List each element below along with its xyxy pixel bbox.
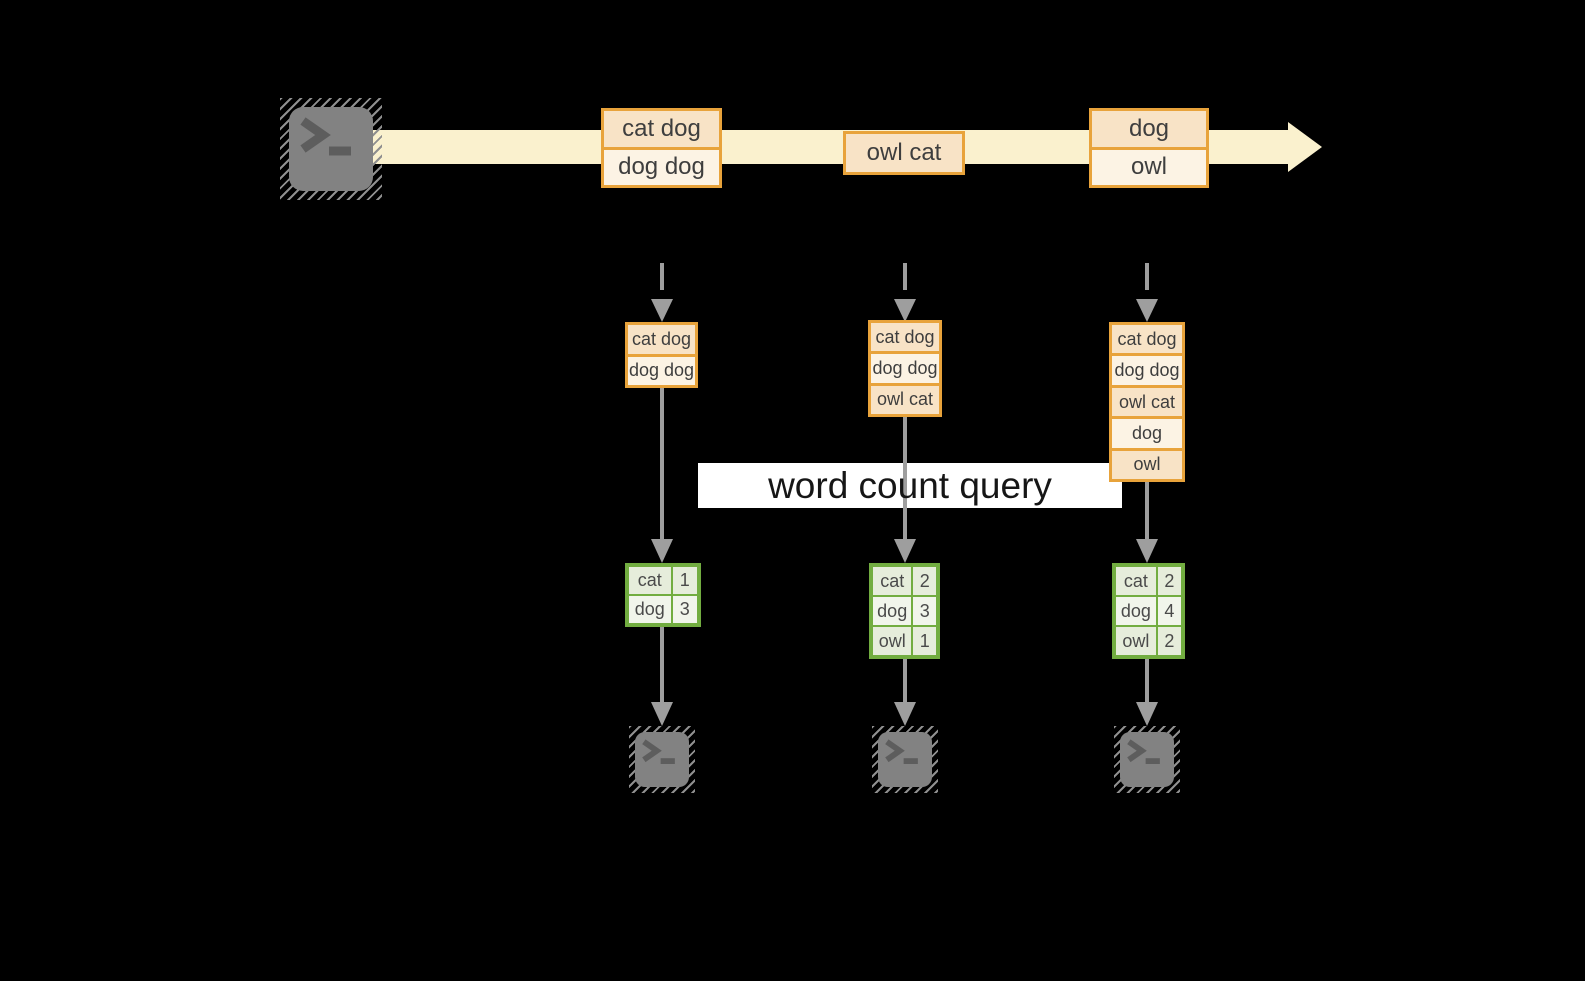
accumulated-item: cat dog: [628, 325, 695, 354]
dashed-arrow-col2: [894, 263, 916, 322]
accumulated-item: owl cat: [1112, 384, 1182, 417]
count-word: dog: [1115, 596, 1157, 626]
query-label: word count query: [768, 464, 1052, 506]
count-table-1: cat 1 dog 3: [625, 563, 701, 627]
stream-batch-3: dog owl: [1089, 108, 1209, 188]
count-row: cat 2: [1115, 566, 1182, 596]
count-row: dog 3: [872, 596, 937, 626]
stream-item: cat dog: [604, 111, 719, 147]
terminal-screen: [635, 732, 689, 787]
terminal-screen: [878, 732, 932, 787]
accumulated-item: dog: [1112, 416, 1182, 448]
stream-item: owl: [1092, 146, 1206, 185]
terminal-screen: [289, 107, 373, 191]
sink-terminal-icon-3: [1114, 726, 1180, 793]
accumulated-stack-2: cat dog dog dog owl cat: [868, 320, 942, 417]
query-band: [698, 463, 1122, 508]
stream-item: owl cat: [846, 134, 962, 172]
accumulated-item: owl: [1112, 447, 1182, 480]
output-arrow-col2: [894, 659, 916, 726]
count-value: 1: [912, 626, 937, 656]
accumulated-stack-3: cat dog dog dog owl cat dog owl: [1109, 322, 1185, 482]
count-word: dog: [872, 596, 913, 626]
query-arrow-col1: [651, 388, 673, 563]
count-row: owl 1: [872, 626, 937, 656]
count-word: cat: [1115, 566, 1157, 596]
stream-batch-2: owl cat: [843, 131, 965, 175]
count-table-2: cat 2 dog 3 owl 1: [869, 563, 940, 659]
accumulated-item: dog dog: [871, 351, 939, 383]
terminal-prompt-icon: [1127, 739, 1160, 764]
stream-item: dog: [1092, 111, 1206, 147]
count-row: cat 2: [872, 566, 937, 596]
count-value: 3: [912, 596, 937, 626]
count-value: 2: [912, 566, 937, 596]
accumulated-stack-1: cat dog dog dog: [625, 322, 698, 388]
accumulated-item: cat dog: [1112, 325, 1182, 354]
dashed-arrow-col1: [651, 263, 673, 322]
terminal-prompt-icon: [885, 739, 918, 764]
count-row: dog 4: [1115, 596, 1182, 626]
count-word: owl: [1115, 626, 1157, 656]
count-value: 2: [1156, 566, 1182, 596]
terminal-prompt-icon: [642, 739, 675, 764]
accumulated-item: dog dog: [628, 353, 695, 385]
stream-batch-1: cat dog dog dog: [601, 108, 722, 188]
stream-arrowhead-icon: [1288, 122, 1322, 172]
stream-item: dog dog: [604, 146, 719, 185]
dashed-arrow-col3: [1136, 263, 1158, 322]
count-value: 4: [1156, 596, 1182, 626]
query-arrow-col2: [894, 417, 916, 563]
count-row: owl 2: [1115, 626, 1182, 656]
sink-terminal-icon-1: [629, 726, 695, 793]
output-arrow-col1: [651, 627, 673, 726]
sink-terminal-icon-2: [872, 726, 938, 793]
accumulated-item: dog dog: [1112, 353, 1182, 385]
accumulated-item: cat dog: [871, 323, 939, 352]
count-word: cat: [872, 566, 913, 596]
count-word: cat: [628, 566, 672, 595]
count-word: dog: [628, 595, 672, 624]
terminal-screen: [1120, 732, 1174, 787]
count-value: 1: [671, 566, 698, 595]
count-table-3: cat 2 dog 4 owl 2: [1112, 563, 1185, 659]
query-arrow-col3: [1136, 482, 1158, 563]
count-row: cat 1: [628, 566, 698, 595]
count-word: owl: [872, 626, 913, 656]
count-value: 3: [671, 595, 698, 624]
output-arrow-col3: [1136, 659, 1158, 726]
accumulated-item: owl cat: [871, 382, 939, 414]
source-terminal-icon: [280, 98, 382, 200]
terminal-prompt-icon: [300, 117, 351, 156]
count-row: dog 3: [628, 595, 698, 624]
count-value: 2: [1156, 626, 1182, 656]
